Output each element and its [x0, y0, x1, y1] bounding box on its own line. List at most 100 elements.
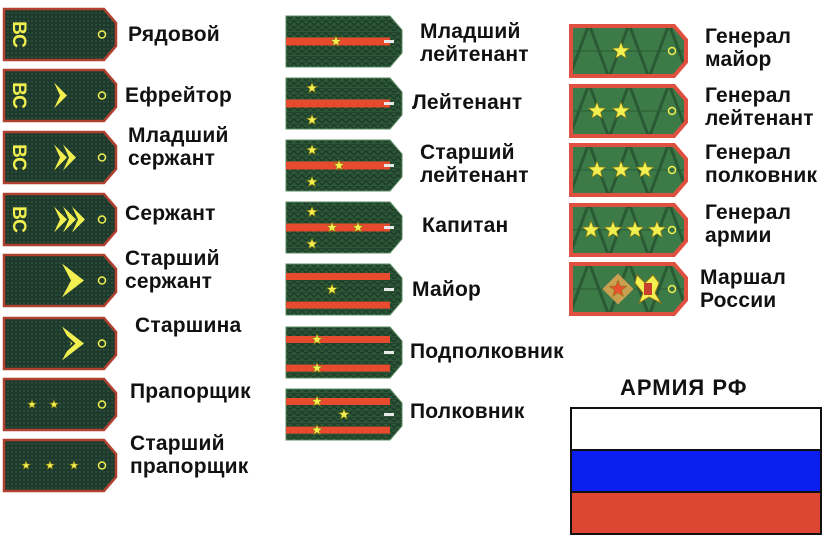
flag-stripe-red	[572, 491, 820, 533]
russian-flag	[570, 407, 822, 535]
button-icon	[97, 30, 107, 39]
star-icon	[20, 460, 32, 470]
rank-label-ryadovoy: Рядовой	[128, 23, 220, 46]
star-icon	[587, 160, 607, 178]
star-icon	[332, 159, 346, 171]
rank-label-leitenant: Лейтенант	[412, 91, 522, 114]
rank-stripe	[286, 398, 390, 405]
button-icon	[97, 400, 107, 409]
board-outline	[2, 438, 118, 493]
rank-label-line: Младший	[128, 124, 229, 147]
button-icon	[97, 153, 107, 162]
board-outline	[2, 7, 118, 62]
board-outline	[569, 24, 688, 78]
vs-letters: ВС	[8, 21, 29, 48]
shoulder-board-st-leitenant	[284, 138, 404, 193]
shoulder-board-mayor	[284, 262, 404, 317]
button-bar-icon	[384, 226, 394, 229]
rank-label-line: Младший	[420, 20, 521, 43]
chevron-icon	[63, 144, 76, 171]
chevron-icon	[54, 144, 67, 171]
board-outline	[569, 203, 688, 257]
rank-label-line: майор	[705, 48, 772, 71]
star-icon	[611, 101, 631, 119]
rank-stripe	[286, 336, 390, 343]
button-bar-icon	[384, 288, 394, 291]
button-bar-icon	[384, 164, 394, 167]
shoulder-board-efreitor: ВС	[2, 68, 118, 123]
star-icon	[329, 35, 343, 47]
board-outline	[2, 377, 118, 432]
star-icon	[48, 399, 60, 409]
star-icon	[351, 221, 365, 233]
button-bar-icon	[384, 413, 394, 416]
rank-stripe	[286, 223, 390, 232]
rank-label-line: Маршал	[700, 266, 786, 289]
button-icon	[667, 165, 677, 175]
button-bar-icon	[384, 40, 394, 43]
shoulder-board-kapitan	[284, 200, 404, 255]
button-icon	[97, 461, 107, 470]
rank-stripe	[286, 301, 390, 309]
wide-chevron-icon	[62, 263, 84, 298]
chevron-icon	[54, 206, 67, 233]
shoulder-board-ml-serzhant: ВС	[2, 130, 118, 185]
button-icon	[97, 339, 107, 348]
star-icon	[305, 113, 319, 126]
shoulder-board-ml-leitenant	[284, 14, 404, 69]
chevron-icon	[63, 206, 76, 233]
rank-label-line: лейтенант	[420, 43, 529, 66]
rank-label-line: Прапорщик	[130, 380, 251, 403]
rank-label-line: Лейтенант	[412, 91, 523, 114]
vs-letters: ВС	[8, 206, 29, 233]
rank-label-line: Ефрейтор	[125, 84, 233, 107]
rank-label-line: армии	[705, 224, 772, 247]
chevron-icon	[72, 206, 85, 233]
star-icon	[603, 220, 623, 238]
star-icon	[625, 220, 645, 238]
rank-label-line: лейтенант	[420, 164, 529, 187]
button-icon	[667, 106, 677, 116]
shoulder-board-starshina	[2, 316, 118, 371]
rank-label-line: Сержант	[125, 202, 216, 225]
star-icon	[635, 160, 655, 178]
chevron-inner-icon	[63, 333, 76, 354]
star-icon	[305, 205, 319, 218]
shoulder-board-general-mayor	[569, 24, 688, 78]
rank-label-line: Старший	[125, 247, 220, 270]
rank-label-serzhant: Сержант	[125, 202, 216, 225]
rank-label-line: Капитан	[422, 214, 509, 237]
rank-label-mayor: Майор	[412, 278, 481, 301]
star-icon	[44, 460, 56, 470]
shoulder-board-marshal	[569, 262, 688, 316]
flag-stripe-blue	[572, 449, 820, 491]
button-bar-icon	[384, 351, 394, 354]
shoulder-board-st-praporshchik	[2, 438, 118, 493]
star-icon	[310, 333, 324, 345]
rank-label-line: лейтенант	[705, 107, 814, 130]
rank-label-line: России	[700, 289, 777, 312]
rank-label-line: Полковник	[410, 400, 525, 423]
board-outline	[569, 84, 688, 138]
flag-stripe-white	[572, 409, 820, 449]
rank-label-kapitan: Капитан	[422, 214, 508, 237]
shoulder-board-st-serzhant	[2, 253, 118, 308]
star-icon	[647, 220, 667, 238]
star-icon	[337, 408, 351, 420]
button-icon	[667, 46, 677, 56]
vs-letters: ВС	[8, 82, 29, 109]
button-icon	[97, 91, 107, 100]
star-icon	[587, 101, 607, 119]
rank-label-starshina: Старшина	[135, 314, 241, 337]
shoulder-board-general-armii	[569, 203, 688, 257]
button-icon	[97, 215, 107, 224]
vs-letters: ВС	[8, 144, 29, 171]
star-icon	[325, 221, 339, 233]
button-bar-icon	[384, 102, 394, 105]
